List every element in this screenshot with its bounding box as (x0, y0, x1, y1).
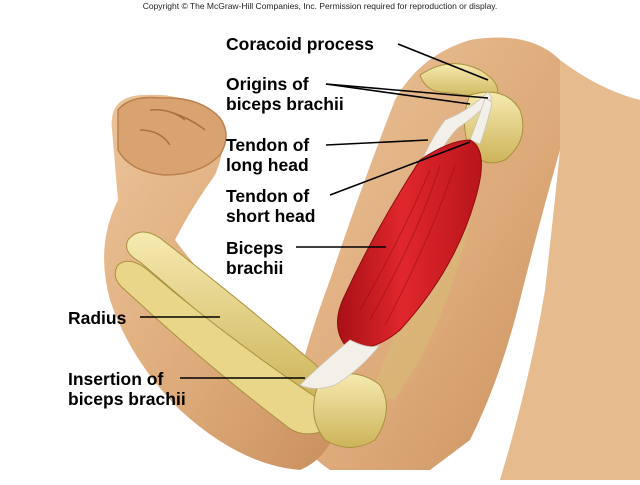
label-biceps-brachii: Biceps brachii (226, 238, 284, 278)
short-head-tendon (469, 97, 493, 145)
leader-origins-2 (325, 83, 471, 105)
label-tendon-short-head: Tendon of short head (226, 186, 316, 226)
leader-origins-1 (325, 83, 489, 99)
leader-coracoid (397, 43, 489, 81)
copyright-notice: Copyright © The McGraw-Hill Companies, I… (142, 1, 498, 11)
elbow-joint (313, 373, 387, 448)
leader-short-head (329, 141, 471, 196)
label-tendon-long-head: Tendon of long head (226, 135, 310, 175)
label-coracoid-process: Coracoid process (226, 34, 374, 54)
label-radius: Radius (68, 308, 127, 328)
fist (117, 96, 227, 176)
insertion-tendon (299, 339, 381, 389)
label-insertion-of-biceps: Insertion of biceps brachii (68, 369, 186, 409)
leader-long-head (325, 139, 429, 146)
label-origins-of-biceps: Origins of biceps brachii (226, 74, 344, 114)
leader-lines (140, 43, 489, 379)
